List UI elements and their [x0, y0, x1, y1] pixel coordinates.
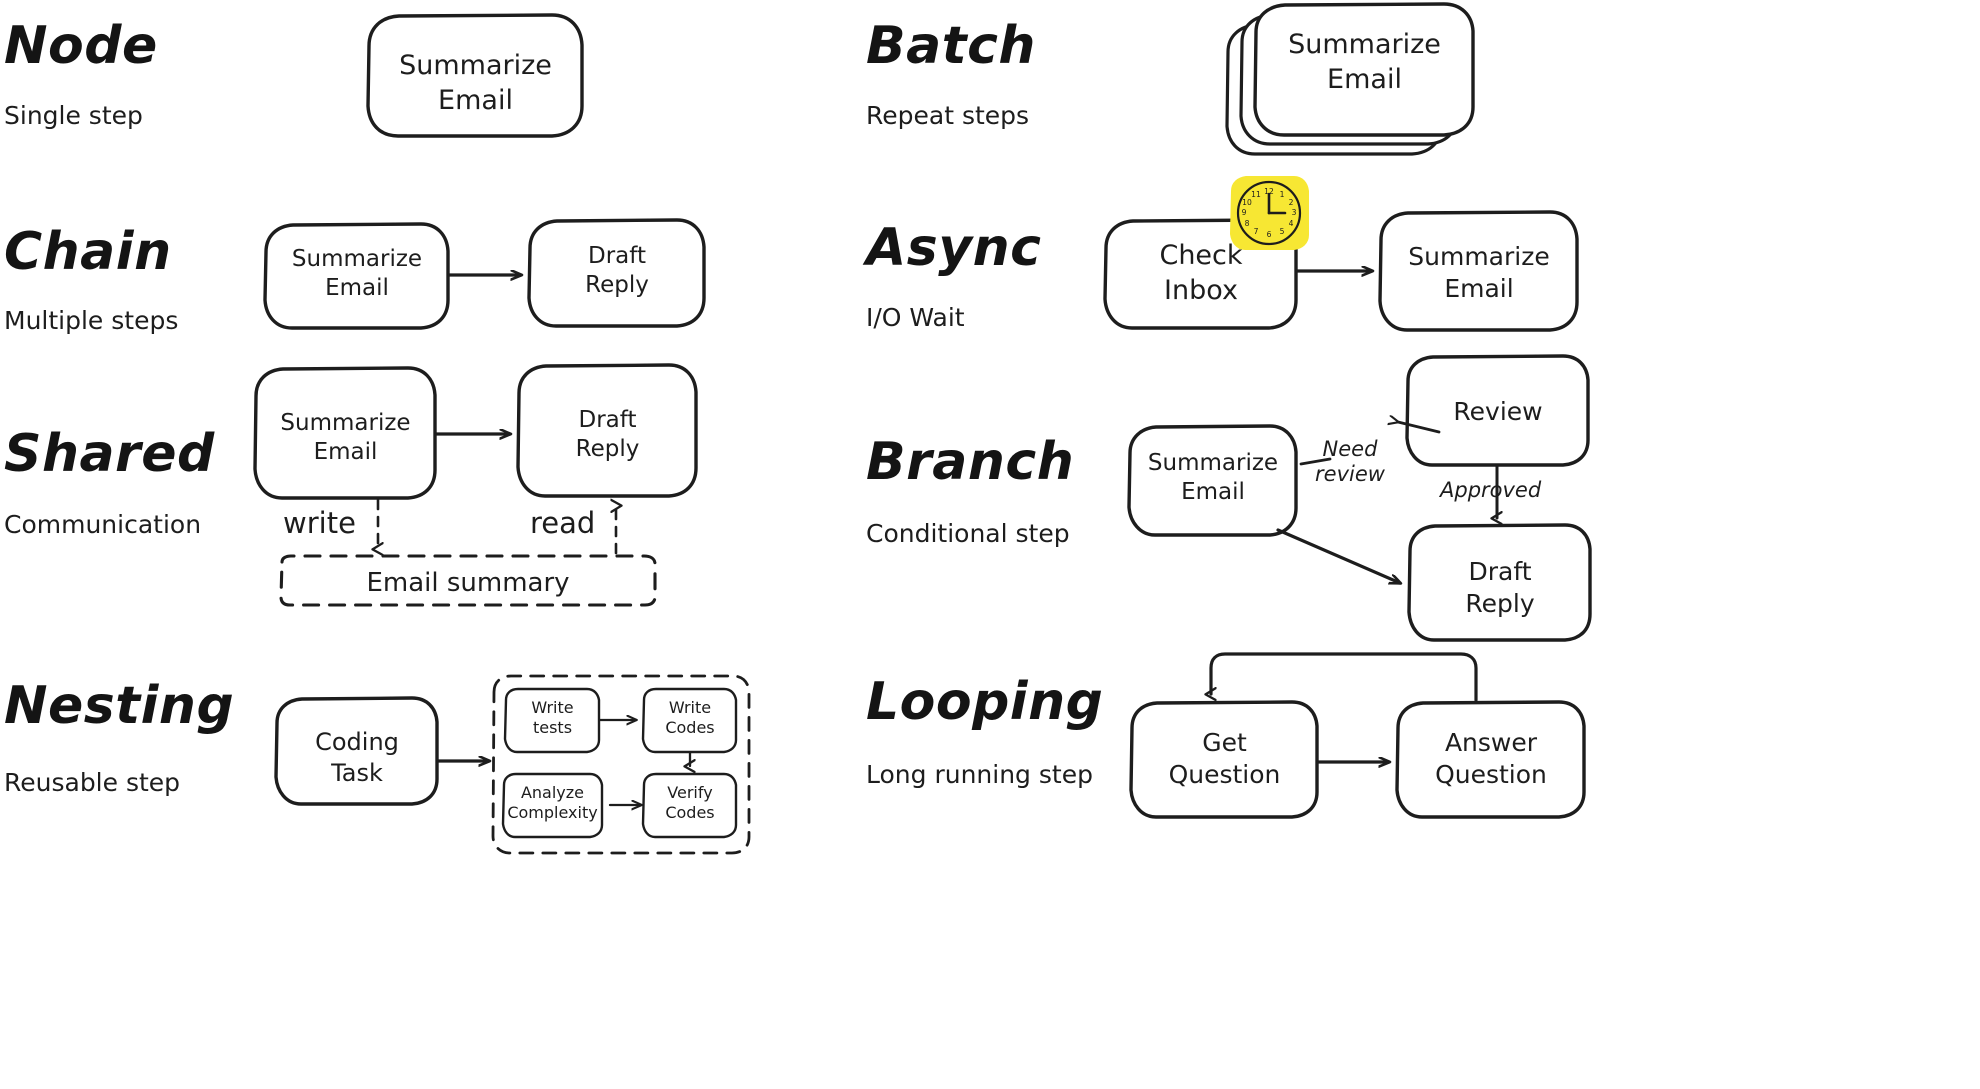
- row-subtitle-async: I/O Wait: [866, 303, 965, 332]
- svg-text:3: 3: [1292, 208, 1297, 217]
- shared-email-summary-store[interactable]: [279, 554, 657, 607]
- row-subtitle-looping: Long running step: [866, 760, 1093, 789]
- shared-edge-label-read: read: [530, 506, 596, 540]
- nesting-write-codes[interactable]: [641, 687, 738, 754]
- branch-summarize-email[interactable]: [1127, 424, 1298, 537]
- branch-edge-label-need-review: Need review: [1315, 437, 1385, 487]
- shared-draft-reply[interactable]: [516, 363, 698, 498]
- row-title-batch: Batch: [866, 16, 1036, 76]
- chain-summarize-email[interactable]: [263, 222, 450, 330]
- looping-answer-question[interactable]: [1395, 700, 1586, 819]
- branch-need-review-arrow: [1299, 457, 1332, 466]
- svg-text:12: 12: [1264, 187, 1274, 196]
- svg-text:4: 4: [1289, 219, 1294, 228]
- node-summarize-email[interactable]: [366, 13, 584, 138]
- looping-get-question[interactable]: [1129, 700, 1319, 819]
- row-title-branch: Branch: [866, 432, 1075, 492]
- shared-edge-label-write: write: [283, 506, 356, 540]
- row-title-async: Async: [866, 218, 1042, 278]
- svg-text:7: 7: [1254, 227, 1259, 236]
- row-title-chain: Chain: [4, 222, 172, 282]
- svg-text:8: 8: [1245, 219, 1250, 228]
- row-subtitle-batch: Repeat steps: [866, 101, 1030, 130]
- row-subtitle-node: Single step: [4, 101, 143, 130]
- svg-text:9: 9: [1242, 208, 1247, 217]
- svg-text:10: 10: [1242, 198, 1252, 207]
- svg-text:2: 2: [1289, 198, 1294, 207]
- row-subtitle-shared: Communication: [4, 510, 202, 539]
- async-summarize-email[interactable]: [1378, 210, 1579, 332]
- row-subtitle-chain: Multiple steps: [4, 306, 179, 335]
- svg-text:6: 6: [1267, 230, 1272, 239]
- row-title-shared: Shared: [4, 424, 215, 484]
- svg-text:1: 1: [1280, 190, 1285, 199]
- nesting-analyze-complexity[interactable]: [501, 772, 604, 839]
- nesting-coding-task[interactable]: [274, 696, 439, 806]
- batch-card-front[interactable]: [1253, 2, 1475, 137]
- nesting-write-tests[interactable]: [503, 687, 601, 754]
- branch-need-review-arrowhead: [1398, 422, 1441, 434]
- branch-edge-label-approved: Approved: [1440, 478, 1542, 502]
- branch-review[interactable]: [1405, 354, 1590, 467]
- nesting-verify-codes[interactable]: [641, 772, 738, 839]
- row-subtitle-nesting: Reusable step: [4, 768, 181, 797]
- nesting-subflow-group: [491, 674, 751, 855]
- branch-draft-reply[interactable]: [1407, 523, 1592, 642]
- svg-text:11: 11: [1251, 190, 1261, 199]
- branch-direct-arrow: [1276, 528, 1400, 583]
- looping-back-arrow: [1211, 652, 1478, 702]
- chain-draft-reply[interactable]: [527, 218, 706, 328]
- shared-summarize-email[interactable]: [253, 366, 437, 500]
- row-subtitle-branch: Conditional step: [866, 519, 1070, 548]
- row-title-nesting: Nesting: [4, 676, 235, 736]
- row-title-node: Node: [4, 16, 158, 76]
- svg-text:5: 5: [1280, 227, 1285, 236]
- row-title-looping: Looping: [866, 672, 1104, 732]
